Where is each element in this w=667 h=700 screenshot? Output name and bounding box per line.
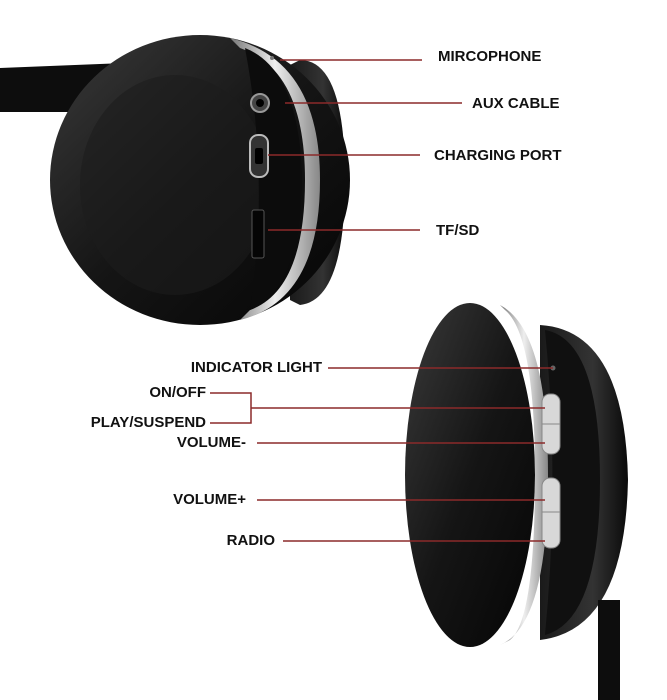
label-aux-cable: AUX CABLE [472,95,560,112]
microphone-hole [270,56,274,60]
plus-radio-buttons [541,477,561,549]
line-onoff-bracket [210,392,252,424]
leader-lines [210,59,553,542]
label-play-suspend: PLAY/SUSPEND [90,414,206,431]
sd-slot [251,209,265,259]
ear-cushion-lower [405,303,535,647]
silver-trim [230,38,320,320]
top-earcup [0,35,350,325]
headband-lower [598,600,620,700]
label-indicator-light: INDICATOR LIGHT [190,359,322,376]
label-charging-port: CHARGING PORT [434,147,562,164]
bottom-earcup [405,303,628,700]
label-radio: RADIO [226,532,275,549]
label-volume-plus: VOLUME+ [173,491,246,508]
label-on-off: ON/OFF [149,384,206,401]
label-volume-minus: VOLUME- [176,434,246,451]
label-microphone: MIRCOPHONE [438,48,542,65]
silver-trim-lower [500,305,548,645]
label-tf-sd: TF/SD [436,222,480,239]
